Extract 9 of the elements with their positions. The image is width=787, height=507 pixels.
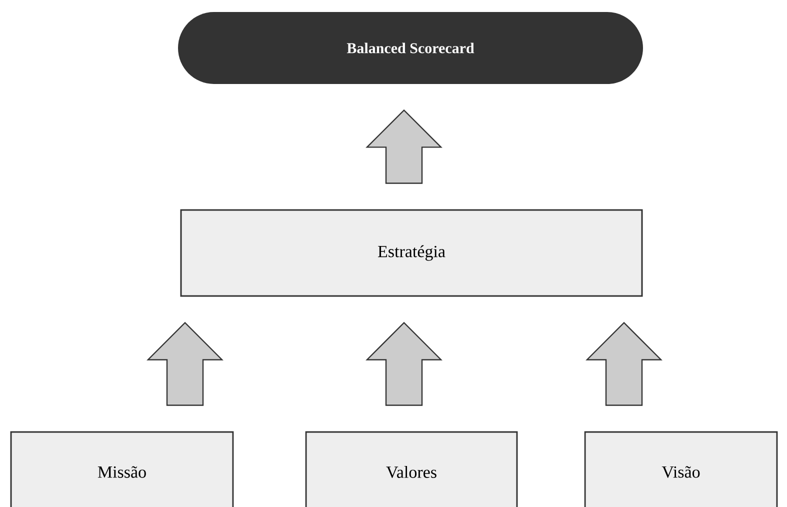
process-box: Estratégia (180, 209, 643, 297)
block-arrow (366, 109, 442, 184)
process-box: Valores (305, 431, 518, 507)
block-arrow (146, 322, 224, 406)
process-box: Visão (584, 431, 778, 507)
rounded-box: Balanced Scorecard (178, 12, 643, 84)
block-arrow (586, 322, 662, 406)
block-arrow (366, 322, 442, 406)
process-box: Missão (10, 431, 234, 507)
